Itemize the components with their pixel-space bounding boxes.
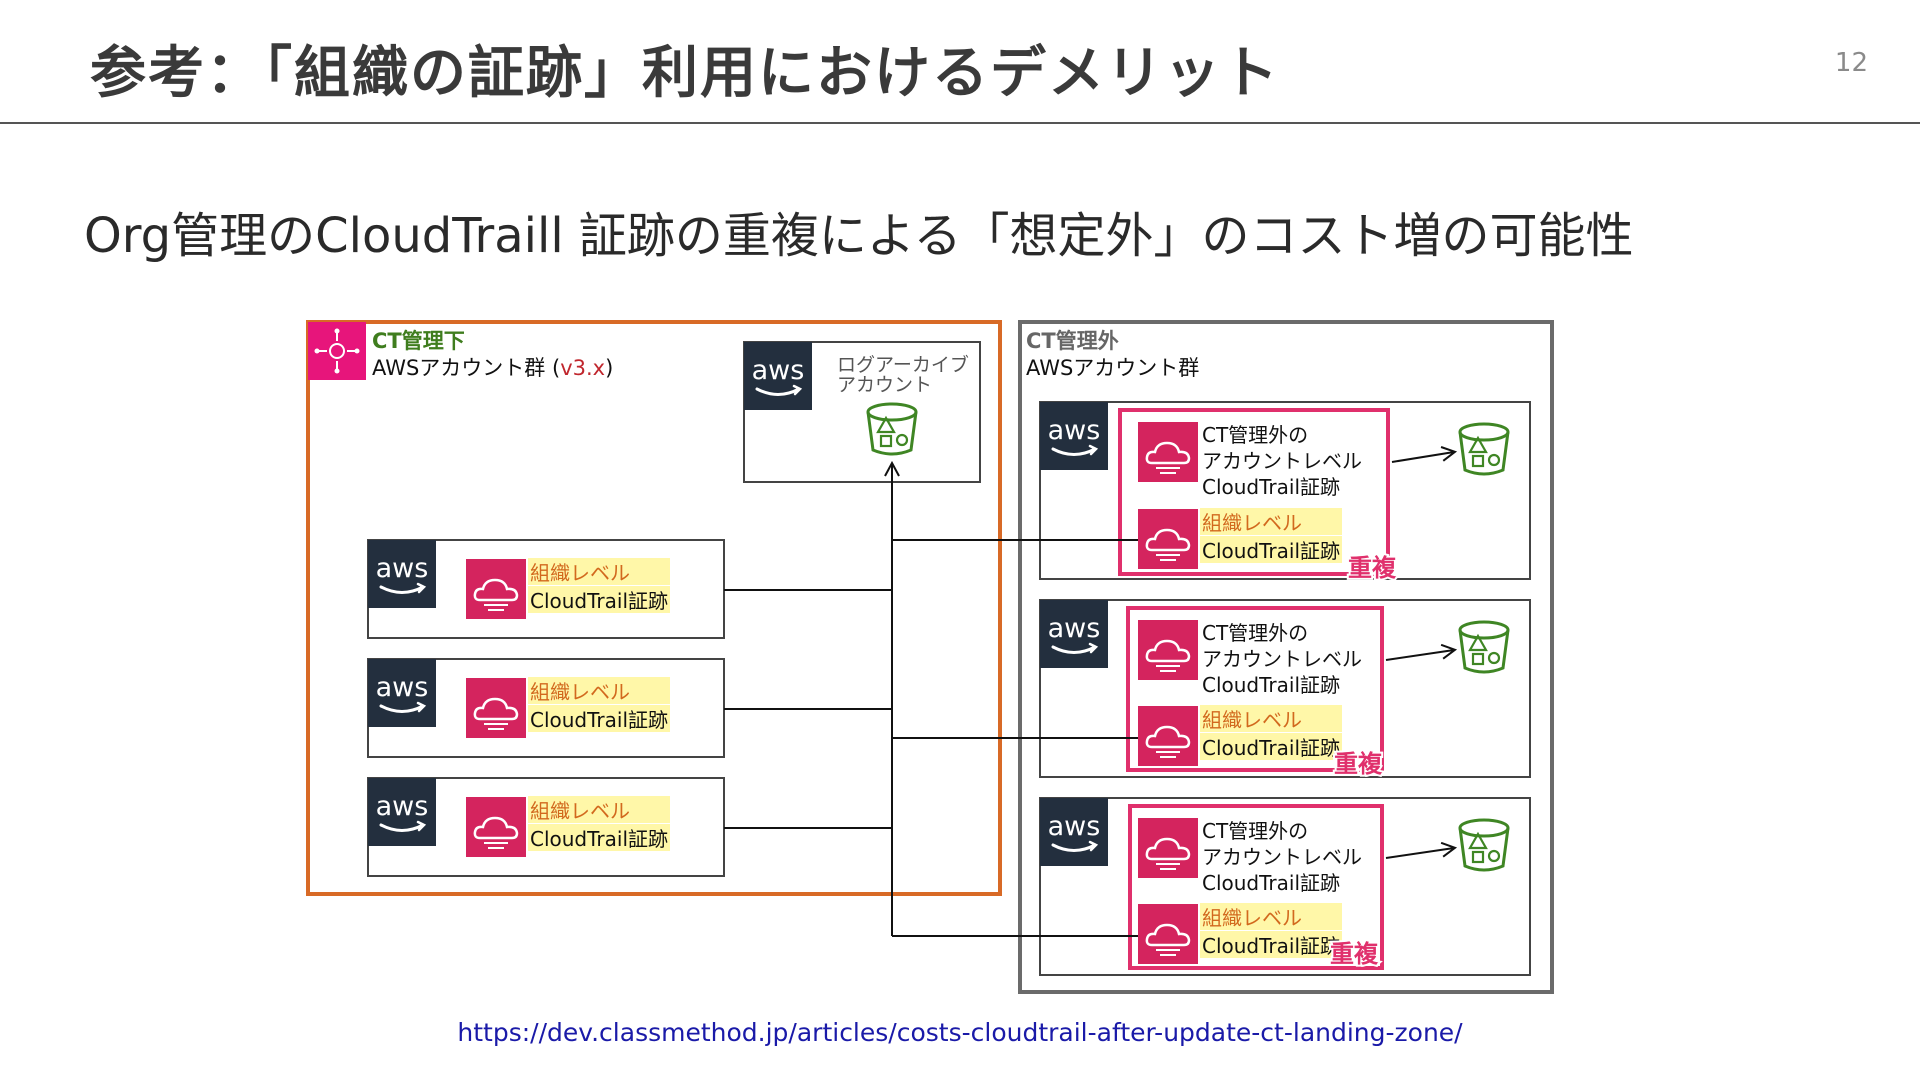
account-trail-label-line1: CT管理外の [1202,423,1308,447]
cloudtrail-icon [1136,420,1200,484]
aws-logo-icon [366,776,438,848]
duplicate-label: 重複 [1330,940,1379,968]
ct-managed-label: CT管理下 [372,329,465,353]
org-trail-label-line1: 組織レベル [1202,906,1302,930]
account-trail-label-line1: CT管理外の [1202,621,1308,645]
duplicate-label: 重複 [1334,750,1383,778]
title-divider [0,122,1920,124]
cloudtrail-icon [464,676,528,740]
aws-logo-icon [366,538,438,610]
account-trail-label-line1: CT管理外の [1202,819,1308,843]
managed-account-1: 組織レベル CloudTrail証跡 [366,538,725,639]
aws-logo-icon [366,657,438,729]
ct-managed-accounts-label: AWSアカウント群 (v3.x) [372,356,613,380]
org-trail-label-line2: CloudTrail証跡 [1202,539,1340,563]
managed-account-3: 組織レベル CloudTrail証跡 [366,776,725,877]
ct-unmanaged-group-border [1018,320,1554,994]
org-trail-label-line1: 組織レベル [530,561,630,585]
account-trail-label-line2: アカウントレベル [1202,845,1362,869]
org-trail-label-line2: CloudTrail証跡 [1202,736,1340,760]
org-trail-label-line1: 組織レベル [1202,511,1302,535]
cloudtrail-icon [464,795,528,859]
duplicate-highlight-box [1126,606,1384,772]
duplicate-highlight-box [1118,408,1390,576]
duplicate-label: 重複 [1348,554,1397,582]
org-trail-label-line1: 組織レベル [1202,708,1302,732]
unmanaged-account-3: CT管理外の アカウントレベル CloudTrail証跡 組織レベル Cloud… [1038,796,1531,976]
account-trail-arrow [1391,452,1454,463]
org-trail-label-line1: 組織レベル [530,680,630,704]
log-archive-account-box [743,341,981,483]
aws-logo-icon [1038,400,1110,472]
org-trail-label-line2: CloudTrail証跡 [530,589,668,613]
log-archive-label-line2: アカウント [837,374,932,396]
unmanaged-account-1: CT管理外の アカウントレベル CloudTrail証跡 組織レベル Cloud… [1038,400,1531,584]
cloudtrail-icon [1136,902,1200,966]
cloudtrail-icon [1136,618,1200,682]
slide-title: 参考：「組織の証跡」利用におけるデメリット [90,41,1280,106]
aws-logo-icon [742,340,814,412]
duplicate-highlight-box [1128,804,1384,970]
org-trail-label-line2: CloudTrail証跡 [530,827,668,851]
org-trail-label-line2: CloudTrail証跡 [530,708,668,732]
ct-managed-group-icon [308,322,366,380]
ct-version: v3.x [560,356,605,380]
account-trail-label-line2: アカウントレベル [1202,449,1362,473]
page-number: 12 [1834,48,1868,78]
account-trail-label-line3: CloudTrail証跡 [1202,673,1340,697]
org-trail-connectors [724,464,1138,937]
unmanaged-account-2: CT管理外の アカウントレベル CloudTrail証跡 組織レベル Cloud… [1038,598,1531,780]
cloudtrail-icon [464,557,528,621]
cloudtrail-icon [1136,704,1200,768]
account-trail-label-line3: CloudTrail証跡 [1202,871,1340,895]
org-trail-label-line1: 組織レベル [530,799,630,823]
ct-unmanaged-accounts-label: AWSアカウント群 [1026,356,1199,380]
log-archive-label-line1: ログアーカイブ [837,353,969,376]
org-trail-label-line2: CloudTrail証跡 [1202,934,1340,958]
ct-managed-group-border [306,320,1002,896]
account-trail-label-line2: アカウントレベル [1202,647,1362,671]
slide-subtitle: Org管理のCloudTraill 証跡の重複による「想定外」のコスト増の可能性 [84,208,1634,264]
aws-logo-icon [1038,598,1110,670]
source-link[interactable]: https://dev.classmethod.jp/articles/cost… [457,1018,1463,1047]
cloudtrail-icon [1136,507,1200,571]
cloudtrail-icon [1136,816,1200,880]
account-trail-arrow [1385,650,1454,661]
account-trail-label-line3: CloudTrail証跡 [1202,475,1340,499]
account-trail-arrow [1385,848,1454,859]
aws-logo-icon [1038,796,1110,868]
managed-account-2: 組織レベル CloudTrail証跡 [366,657,725,758]
ct-unmanaged-label: CT管理外 [1026,329,1119,353]
